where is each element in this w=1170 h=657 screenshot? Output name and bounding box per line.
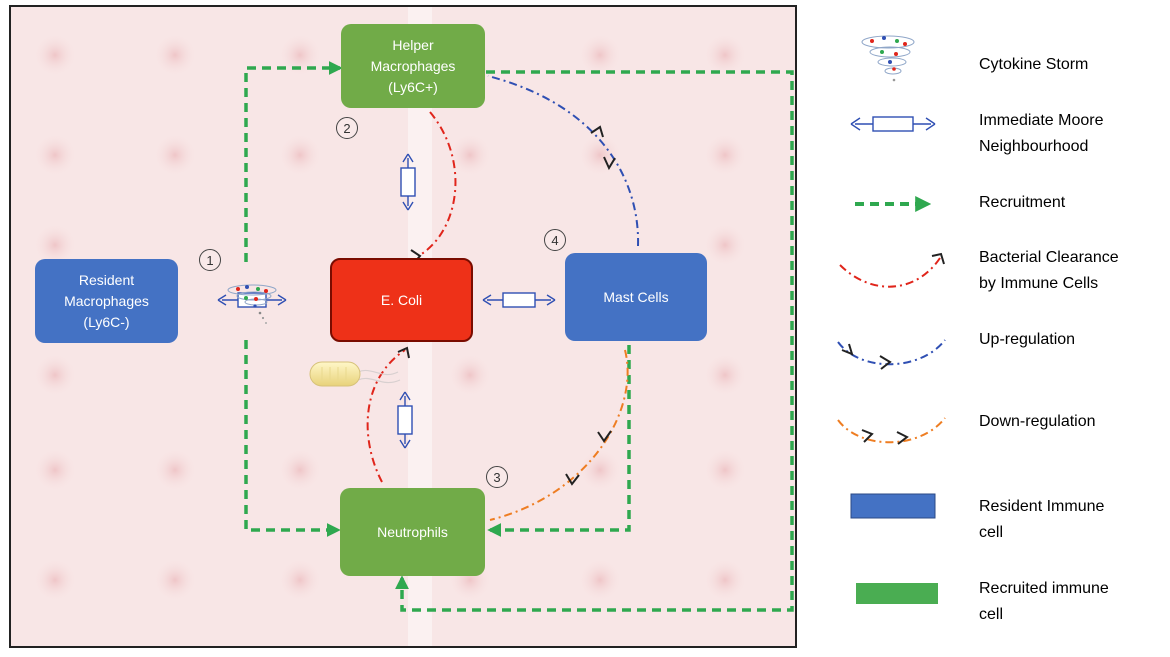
mast-to-neutrophils-arrow <box>487 345 631 537</box>
diagram-frame <box>9 5 797 648</box>
mast-cells-node: Mast Cells <box>565 253 707 341</box>
ecoli-mast-neighbourhood <box>482 292 556 308</box>
legend-label-recruitment: Recruitment <box>979 194 1066 211</box>
mast-label: Mast Cells <box>603 288 669 305</box>
helper-clearance-arc <box>419 111 457 256</box>
ecoli-node: E. Coli <box>330 258 473 342</box>
helper-to-neutrophils-arrow <box>395 70 794 612</box>
step-marker-1: 1 <box>199 249 221 271</box>
helper-line2: Macrophages <box>370 57 456 74</box>
legend-cytokine-storm-icon <box>861 35 915 82</box>
helper-line1: Helper <box>392 36 434 53</box>
upregulation-arc <box>487 75 640 247</box>
background-spots <box>33 33 747 602</box>
legend-label-upregulation: Up-regulation <box>979 331 1076 348</box>
legend-green-box-icon <box>856 583 938 604</box>
downregulation-arrowheads <box>565 430 612 486</box>
legend-orange-arrowheads-icon <box>861 429 909 445</box>
resident-line1: Resident <box>78 271 135 288</box>
legend-double-arrow-icon <box>850 116 936 132</box>
neutrophil-ecoli-neighbourhood <box>397 391 413 449</box>
neighbourhood-arrows <box>217 153 556 449</box>
recruit-to-neutrophils-arrow <box>244 340 341 537</box>
legend-red-arrowhead-icon <box>931 252 945 265</box>
legend-label-downregulation: Down-regulation <box>979 413 1096 430</box>
resident-line3: (Ly6C-) <box>83 313 130 330</box>
step-marker-4: 4 <box>544 229 566 251</box>
neutrophils-node: Neutrophils <box>340 488 485 576</box>
helper-line3: (Ly6C+) <box>388 78 438 95</box>
legend-blue-dashdot-arc-icon <box>837 339 946 366</box>
legend-red-dashdot-arc-icon <box>839 257 941 288</box>
downregulation-arc <box>489 349 629 521</box>
neutrophil-clearance-arc <box>366 349 406 483</box>
step-marker-3: 3 <box>486 466 508 488</box>
resident-line2: Macrophages <box>64 292 149 309</box>
bacterium-icon <box>309 361 401 387</box>
recruitment-arrows <box>244 61 794 612</box>
step-marker-2: 2 <box>336 117 358 139</box>
helper-ecoli-neighbourhood <box>400 153 416 211</box>
clearance-arcs <box>366 111 457 483</box>
legend-blue-arrowheads-icon <box>841 343 892 370</box>
legend-blue-box-icon <box>850 493 936 519</box>
upregulation-arrowheads <box>590 125 616 171</box>
legend-orange-dashdot-arc-icon <box>837 417 946 444</box>
recruit-to-helper-arrow <box>244 61 343 262</box>
cytokine-storm-icon <box>227 284 277 324</box>
neutrophils-label: Neutrophils <box>377 523 448 540</box>
ecoli-label: E. Coli <box>380 291 423 308</box>
legend-label-cytokine-storm: Cytokine Storm <box>979 56 1089 73</box>
